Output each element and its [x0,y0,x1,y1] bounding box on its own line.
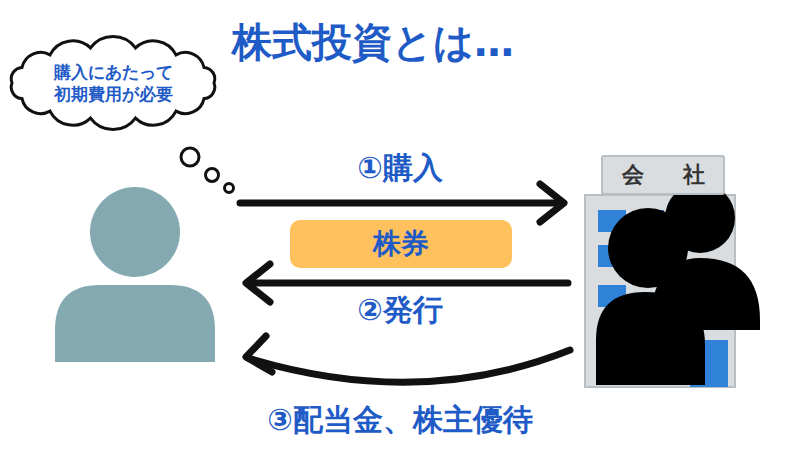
thought-dot [225,184,234,193]
node-text: 購入にあたって 初期費用が必要 [43,61,183,105]
node-text: 株券 [373,226,429,262]
thought-bubble-outline [2,38,224,128]
arrow-label: ③配当金、株主優待 [190,398,610,442]
arrow-label: ①購入 [300,146,500,190]
arrow-curve [248,350,570,382]
thought-bubble-shape [11,36,215,129]
arrow-line [248,280,568,287]
company-sign-shape [602,156,724,194]
arrow-head [246,264,270,302]
person-body [596,292,705,385]
thought-dot [206,169,219,182]
person-body [55,285,215,362]
thought-dot [181,148,199,166]
person-head [608,208,688,288]
stock-certificate: 株券 [290,220,512,268]
node-text: 社 [683,161,705,190]
person-head [90,187,180,277]
node-text: 会 [622,161,644,190]
company-sign-content: 会社 [602,156,724,194]
thought-bubble-content: 購入にあたって 初期費用が必要 [2,38,224,128]
stock-certificate-content: 株券 [290,220,512,268]
stock-certificate-shape [290,220,512,268]
thought-bubble: 購入にあたって 初期費用が必要 [2,38,224,128]
arrow-head [540,184,564,222]
arrow-line [240,200,562,207]
company-sign: 会社 [602,156,724,194]
diagram-title: 株式投資とは… [232,14,562,70]
company-sign-outline [602,156,724,194]
arrow-head [246,336,272,372]
arrow-label: ②発行 [300,288,500,332]
